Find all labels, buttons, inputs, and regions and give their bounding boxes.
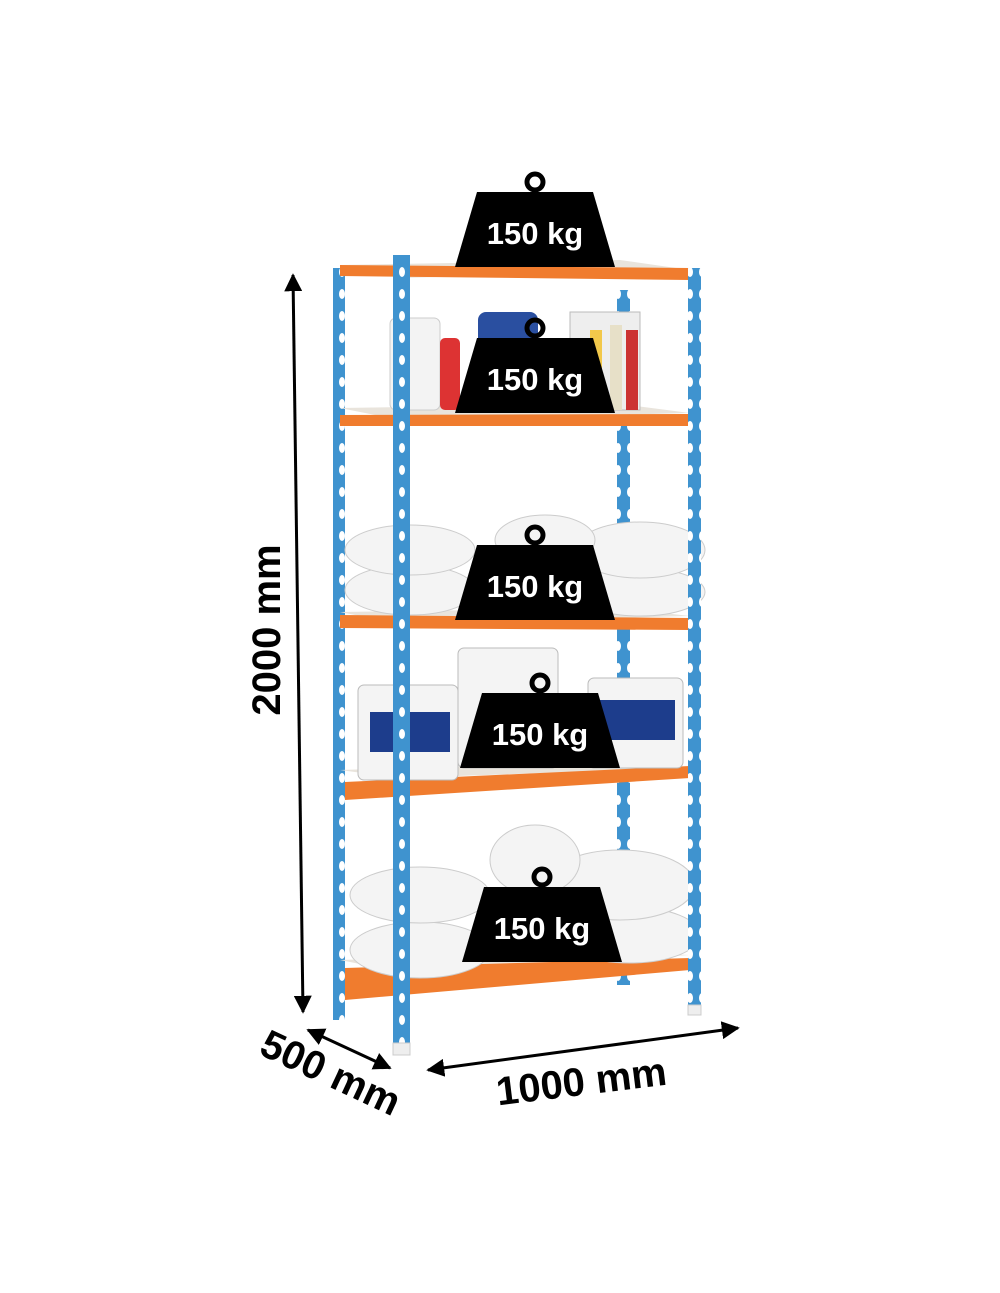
weight-icon: [462, 887, 622, 962]
front-left-upright: [393, 255, 410, 1050]
weight-3: 150 kg: [455, 524, 615, 620]
weight-label: 150 kg: [487, 569, 584, 604]
weight-5: 150 kg: [462, 866, 622, 962]
weight-icon: [455, 545, 615, 620]
front-right-upright: [688, 268, 701, 1010]
back-right-upright: [617, 290, 630, 985]
weight-hook-icon: [529, 672, 551, 694]
height-arrow: [284, 273, 312, 1014]
weight-hook-icon: [524, 317, 546, 339]
weight-label: 150 kg: [494, 911, 591, 946]
weight-hook-icon: [524, 171, 546, 193]
weight-label: 150 kg: [492, 717, 589, 752]
weight-hook-icon: [524, 524, 546, 546]
weight-icon: [455, 192, 615, 267]
weight-icon: [460, 693, 620, 768]
weight-icon: [455, 338, 615, 413]
left-foot: [392, 1042, 411, 1056]
weight-hook-icon: [531, 866, 553, 888]
depth-arrow: [306, 1028, 392, 1070]
right-foot: [687, 1004, 702, 1016]
weight-label: 150 kg: [487, 362, 584, 397]
height-label: 2000 mm: [245, 544, 289, 715]
back-left-upright: [333, 268, 345, 1020]
width-arrow: [426, 1021, 740, 1077]
weight-1: 150 kg: [455, 171, 615, 267]
width-label: 1000 mm: [494, 1050, 669, 1115]
weight-2: 150 kg: [455, 317, 615, 413]
sand-bags-bottom: [349, 824, 701, 979]
weight-label: 150 kg: [487, 216, 584, 251]
depth-label: 500 mm: [254, 1022, 408, 1125]
weights: 150 kg 150 kg 150 kg 150 kg 150 kg: [455, 171, 622, 962]
weight-4: 150 kg: [460, 672, 620, 768]
